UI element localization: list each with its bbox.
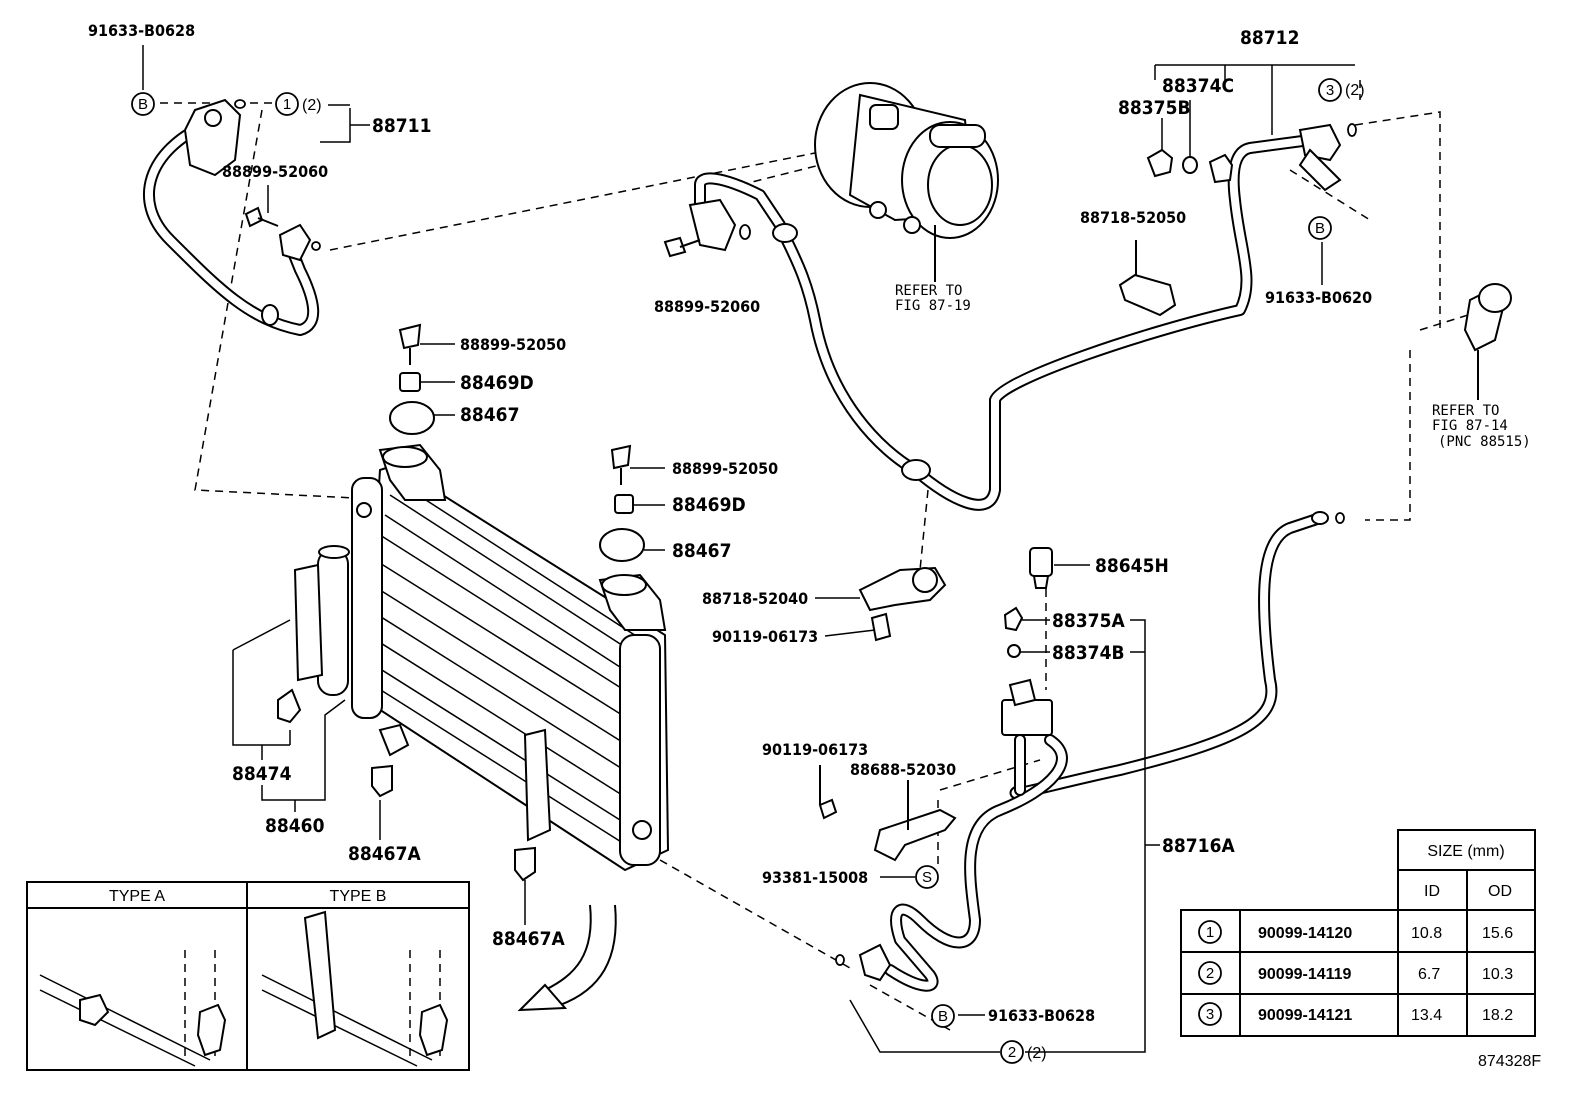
callout-b-top: B (131, 92, 155, 116)
svg-text:90099-14119: 90099-14119 (1258, 966, 1352, 983)
label-91633-b0620: 91633-B0620 (1265, 288, 1372, 307)
label-88899-52050-b: 88899-52050 (672, 459, 778, 478)
size-table-col-od: OD (1488, 883, 1512, 900)
callout-b-bottom: B (931, 1004, 955, 1028)
label-88645h: 88645H (1095, 555, 1169, 577)
svg-text:3: 3 (1326, 82, 1334, 99)
label-91633-b0628-top: 91633-B0628 (88, 21, 195, 40)
size-table-col-id: ID (1424, 883, 1440, 900)
connector-87-14 (1463, 283, 1512, 400)
svg-text:10.8: 10.8 (1411, 925, 1442, 942)
pipe-88716a (818, 511, 1345, 992)
callout-b-right: B (1308, 216, 1332, 240)
label-88467-b: 88467 (672, 540, 731, 562)
svg-text:S: S (922, 869, 932, 886)
label-93381-15008: 93381-15008 (762, 868, 868, 887)
label-90119-06173-a: 90119-06173 (712, 627, 818, 646)
label-refer-87-14-line3: (PNC 88515) (1438, 434, 1531, 450)
svg-text:10.3: 10.3 (1482, 966, 1513, 983)
svg-text:2: 2 (1206, 965, 1214, 982)
label-88467a-b: 88467A (492, 928, 565, 950)
pipe-88711 (142, 98, 321, 336)
svg-text:2: 2 (1008, 1044, 1016, 1061)
dashed-leaders (160, 80, 1501, 1031)
label-90119-06173-b: 90119-06173 (762, 740, 868, 759)
label-88716a: 88716A (1162, 835, 1235, 857)
svg-text:B: B (138, 96, 148, 113)
svg-text:1: 1 (1206, 924, 1214, 941)
label-88374b: 88374B (1052, 642, 1125, 664)
label-88460: 88460 (265, 815, 325, 837)
svg-text:15.6: 15.6 (1482, 925, 1513, 942)
condenser (277, 323, 670, 882)
svg-text:18.2: 18.2 (1482, 1007, 1513, 1024)
label-88467a-a: 88467A (348, 843, 421, 865)
compressor (814, 82, 999, 282)
label-88469d-b: 88469D (672, 494, 746, 516)
size-table-title: SIZE (mm) (1427, 843, 1504, 860)
label-88688-52030: 88688-52030 (850, 760, 956, 779)
label-88712: 88712 (1240, 27, 1299, 49)
label-88711: 88711 (372, 115, 431, 137)
label-88718-52040: 88718-52040 (702, 589, 808, 608)
size-table-row-1: 1 90099-14120 10.8 15.6 (1198, 920, 1513, 944)
svg-text:(2): (2) (302, 97, 322, 114)
pipe-discharge (663, 123, 1357, 511)
type-inset: TYPE A TYPE B (26, 881, 470, 1071)
size-table-row-3: 3 90099-14121 13.4 18.2 (1198, 1002, 1513, 1026)
label-type-b: TYPE B (330, 888, 387, 905)
svg-text:6.7: 6.7 (1418, 966, 1440, 983)
label-type-a: TYPE A (109, 888, 165, 905)
leader-lines (142, 45, 1355, 1053)
svg-text:B: B (1315, 220, 1325, 237)
svg-text:90099-14120: 90099-14120 (1258, 925, 1352, 942)
label-88899-52060-a: 88899-52060 (222, 162, 328, 181)
callout-2-bottom: 2 (2) (1000, 1040, 1047, 1064)
label-88718-52050: 88718-52050 (1080, 208, 1186, 227)
size-table-row-2: 2 90099-14119 6.7 10.3 (1198, 961, 1513, 985)
label-refer-87-14-line1: REFER TO (1432, 403, 1499, 419)
label-88467-a: 88467 (460, 404, 519, 426)
part-labels: 91633-B0628 88711 88899-52060 88899-5206… (88, 21, 1531, 1025)
label-88375b: 88375B (1118, 97, 1191, 119)
svg-text:3: 3 (1206, 1006, 1214, 1023)
svg-text:(2): (2) (1027, 1045, 1047, 1062)
callout-1-top: 1 (2) (275, 92, 322, 116)
callout-3-top: 3 (2) (1318, 78, 1365, 102)
label-88469d-a: 88469D (460, 372, 534, 394)
figure-id: 874328F (1478, 1053, 1541, 1070)
svg-text:13.4: 13.4 (1411, 1007, 1442, 1024)
label-88374c: 88374C (1162, 75, 1234, 97)
size-table: SIZE (mm) ID OD 1 90099-14120 10.8 15.6 … (1180, 829, 1536, 1037)
svg-text:90099-14121: 90099-14121 (1258, 1007, 1352, 1024)
charge-valve-parts (1118, 148, 1234, 317)
svg-text:(2): (2) (1345, 82, 1365, 99)
label-88899-52060-b: 88899-52060 (654, 297, 760, 316)
svg-text:1: 1 (283, 96, 291, 113)
install-direction-arrow (517, 904, 617, 1012)
label-88474: 88474 (232, 763, 292, 785)
label-88899-52050-a: 88899-52050 (460, 335, 566, 354)
callout-markers: B 1 (2) 3 (2) B S B 2 (2) (131, 78, 1365, 1064)
label-91633-b0628-bottom: 91633-B0628 (988, 1006, 1095, 1025)
label-refer-87-19-line2: FIG 87-19 (895, 298, 971, 314)
label-88375a: 88375A (1052, 610, 1125, 632)
label-refer-87-14-line2: FIG 87-14 (1432, 418, 1508, 434)
callout-s: S (915, 865, 939, 889)
bracket-88718-52040 (858, 566, 947, 642)
svg-text:B: B (938, 1008, 948, 1025)
label-refer-87-19-line1: REFER TO (895, 283, 962, 299)
